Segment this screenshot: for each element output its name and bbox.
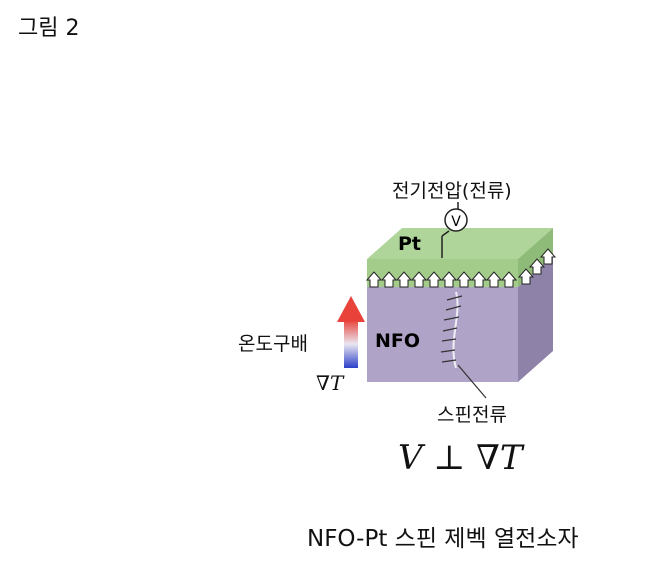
voltage-label: 전기전압(전류)	[392, 180, 512, 202]
voltmeter-circle	[444, 208, 468, 232]
temperature-gradient-arrow	[337, 296, 365, 368]
temperature-gradient-label: 온도구배	[238, 333, 308, 355]
interface-spin-arrows	[365, 248, 557, 288]
nabla-t-label: ∇T	[316, 371, 344, 395]
voltmeter-symbol: V	[451, 214, 461, 230]
nfo-side-face	[518, 256, 553, 382]
pt-layer-label: Pt	[398, 233, 421, 255]
figure-title: 그림 2	[18, 16, 80, 41]
figure-caption: NFO-Pt 스핀 제벡 열전소자	[307, 526, 579, 552]
nfo-front-face	[367, 287, 518, 382]
nfo-layer-label: NFO	[375, 330, 420, 352]
spin-current-label: 스핀전류	[437, 404, 507, 426]
pt-top-face	[367, 228, 553, 259]
spin-current-path	[440, 291, 487, 399]
perpendicular-equation: V ⊥ ∇T	[398, 438, 523, 478]
spin-current-pointer	[457, 364, 487, 399]
